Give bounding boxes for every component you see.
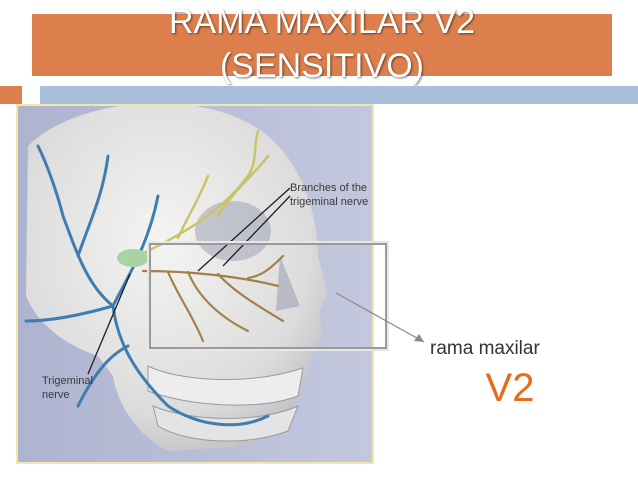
- eye-socket: [195, 201, 271, 261]
- skull-illustration: [18, 106, 372, 462]
- title-line-2: (SENSITIVO): [219, 47, 425, 85]
- caption-rama-maxilar: rama maxilar: [430, 338, 540, 359]
- upper-teeth: [147, 365, 304, 406]
- accent-bar-left: [0, 86, 22, 104]
- anatomy-figure: Branches of the trigeminal nerve Trigemi…: [16, 104, 374, 464]
- title-line-1: RAMA MAXILAR V2: [168, 3, 476, 41]
- label-branches-of-trigeminal-nerve: Branches of the trigeminal nerve: [290, 182, 369, 208]
- accent-bar-right: [40, 86, 638, 104]
- pointer-lines: [87, 187, 291, 375]
- caption-v2: V2: [485, 366, 535, 410]
- label-trigeminal-nerve: Trigeminal nerve: [42, 375, 93, 401]
- ophthalmic-branches: [136, 129, 270, 258]
- trigeminal-ganglion: [117, 249, 149, 267]
- maxillary-highlight-box: [147, 241, 389, 351]
- maxillary-branches: [141, 254, 285, 343]
- title-bar: [32, 14, 612, 76]
- slide-title: RAMA MAXILAR V2 (SENSITIVO): [32, 0, 612, 110]
- nasal-cavity: [276, 256, 300, 311]
